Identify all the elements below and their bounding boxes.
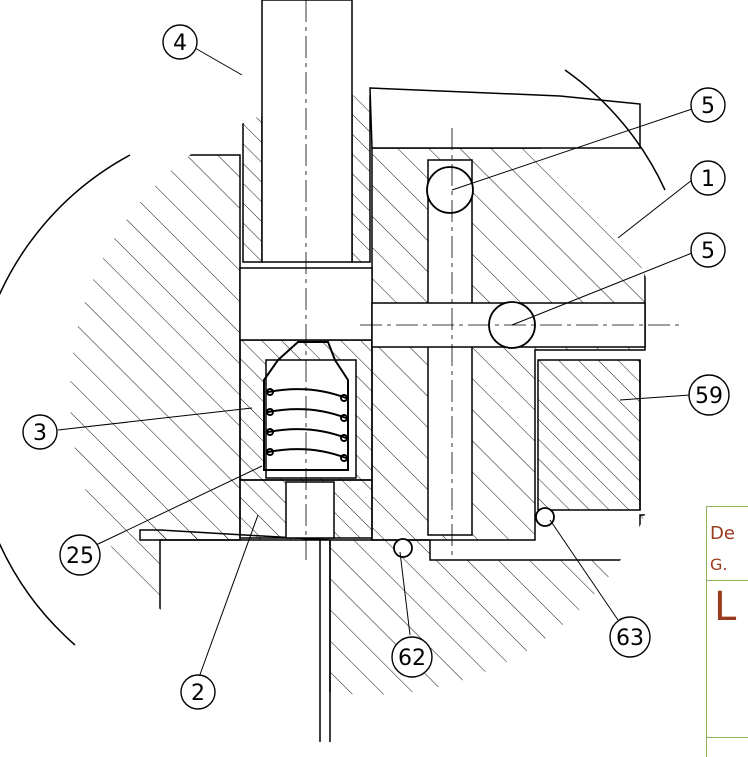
balloon-25: 25	[59, 534, 101, 576]
centerlines	[305, 0, 680, 560]
title-block-line1: De	[710, 523, 735, 544]
balloon-5-upper-label: 5	[701, 94, 715, 119]
balloon-59: 59	[688, 374, 730, 416]
balloon-63: 63	[609, 616, 651, 658]
title-block-divider-bottom	[706, 737, 748, 738]
balloon-4-label: 4	[173, 31, 187, 56]
title-block-big-letter: L	[714, 584, 737, 630]
balloon-5-lower: 5	[690, 232, 726, 268]
title-block-line2: G.	[710, 555, 728, 574]
balloon-1: 1	[690, 160, 726, 196]
spring	[263, 341, 349, 471]
balloon-2-label: 2	[191, 681, 205, 706]
leader-lines	[57, 43, 696, 681]
title-block-divider	[706, 580, 748, 581]
balloon-3: 3	[22, 414, 58, 450]
balloon-25-label: 25	[66, 544, 94, 569]
balloon-62-label: 62	[398, 646, 426, 671]
outline	[0, 69, 666, 742]
balloon-59-label: 59	[695, 384, 723, 409]
title-block	[706, 506, 748, 757]
balloon-2: 2	[180, 674, 216, 710]
balloon-62: 62	[391, 636, 433, 678]
balloon-63-label: 63	[616, 626, 644, 651]
balloon-4: 4	[162, 24, 198, 60]
balloon-5-upper: 5	[690, 87, 726, 123]
balloon-1-label: 1	[701, 167, 715, 192]
balloon-5-lower-label: 5	[701, 239, 715, 264]
balloon-3-label: 3	[33, 421, 47, 446]
